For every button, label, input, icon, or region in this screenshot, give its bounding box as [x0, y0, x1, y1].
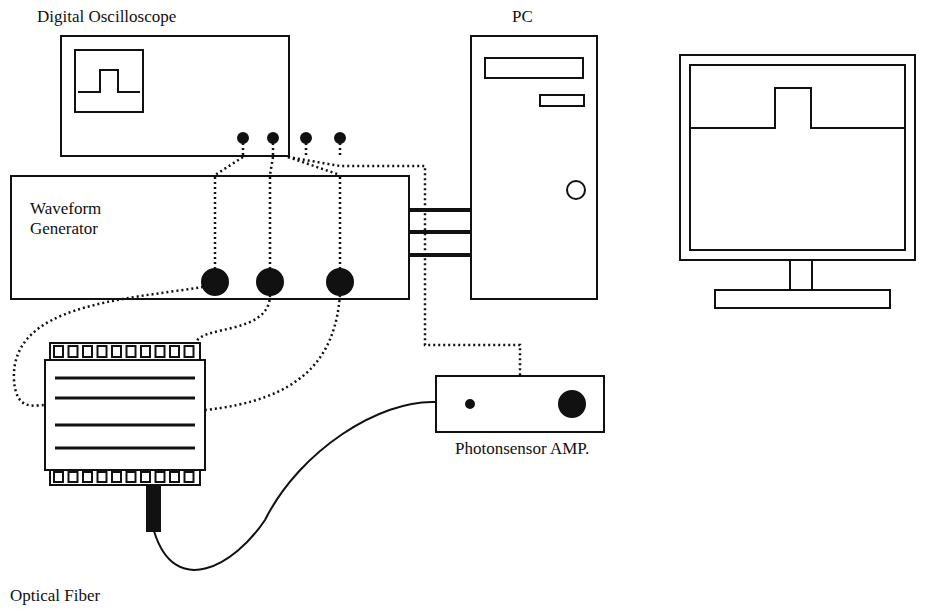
drive-slot [540, 95, 584, 106]
pin [141, 346, 150, 357]
pin [69, 346, 78, 357]
fiber-connector [147, 487, 160, 531]
signal-cable [288, 157, 520, 375]
data-cable [410, 253, 470, 257]
monitor-neck [790, 260, 812, 290]
pin [112, 346, 121, 357]
pin [156, 346, 165, 357]
pin [112, 472, 121, 482]
signal-cable [270, 157, 273, 175]
pin-row [50, 343, 200, 360]
generator-box: Waveform Generator [10, 175, 410, 300]
pin [185, 472, 194, 482]
drive-slot [485, 58, 583, 78]
signal-cable [288, 157, 340, 175]
pin [141, 472, 150, 482]
data-cable [410, 230, 470, 234]
pin-row [50, 470, 200, 485]
pin [185, 346, 194, 357]
oscilloscope-box: Digital Oscilloscope [60, 35, 290, 157]
pin [170, 346, 179, 357]
pc-tower: PC [470, 35, 598, 300]
output-knob [327, 269, 353, 295]
output-knob [257, 269, 283, 295]
scope-port [335, 133, 345, 143]
pin [98, 346, 107, 357]
breadboard [45, 360, 205, 470]
device-heading: Photonsensor AMP. [455, 439, 589, 459]
signal-cable [215, 157, 243, 175]
pin [170, 472, 179, 482]
monitor-frame [680, 55, 915, 260]
device-heading: Digital Oscilloscope [37, 7, 176, 27]
part-label: Optical Fiber [10, 586, 100, 606]
optical-fiber [154, 402, 435, 570]
data-cable [410, 208, 470, 212]
pin [69, 472, 78, 482]
monitor-base [715, 290, 890, 308]
scope-port [238, 133, 248, 143]
scope-port [268, 133, 278, 143]
scope-screen [75, 50, 143, 112]
pin [156, 472, 165, 482]
pin [54, 472, 63, 482]
pulse-trace [690, 88, 905, 128]
probe-cable [14, 143, 340, 410]
pins [54, 346, 194, 482]
pulse-trace [78, 70, 140, 92]
pin [127, 472, 136, 482]
device-name: Waveform Generator [30, 199, 130, 238]
pin [54, 346, 63, 357]
pin [83, 346, 92, 357]
device-heading: PC [512, 7, 533, 27]
amplifier-box: Photonsensor AMP. [435, 375, 605, 433]
output-knob [202, 269, 228, 295]
pin [98, 472, 107, 482]
pin [127, 346, 136, 357]
scope-port [301, 133, 311, 143]
pin [83, 472, 92, 482]
indicator [466, 400, 474, 408]
connector-knob [559, 391, 585, 417]
power-button [567, 181, 585, 199]
board-strips [55, 378, 195, 448]
monitor-screen [690, 65, 905, 250]
